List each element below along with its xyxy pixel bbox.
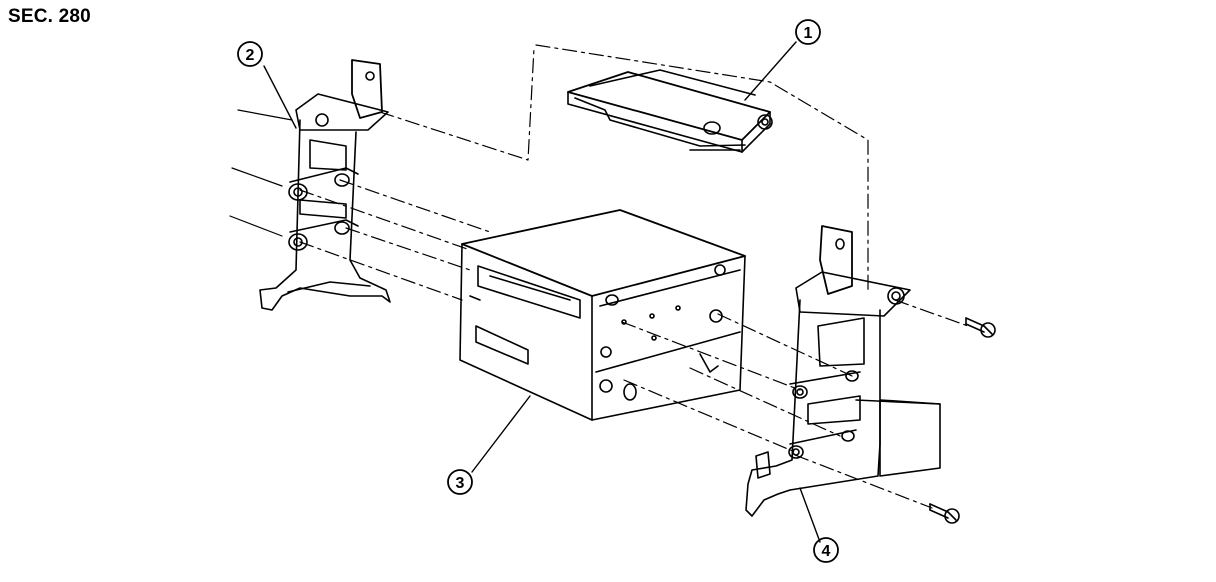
leader-lines [263,41,821,543]
screw-upper [965,317,996,338]
screw-lower [929,503,960,524]
callout-3-number: 3 [456,475,465,492]
part-3-center-unit [459,209,746,421]
part-1-top-module [567,69,773,153]
callout-1-number: 1 [804,25,813,42]
callout-4-number: 4 [822,543,831,560]
assembly-dash-lines [299,44,969,509]
callout-2: 2 [237,41,263,67]
callout-2-number: 2 [246,47,255,64]
part-2-left-bracket [229,59,391,311]
section-label: SEC. 280 [8,6,91,27]
callout-4: 4 [813,537,839,563]
callout-1: 1 [795,19,821,45]
callout-3: 3 [447,469,473,495]
part-4-right-bracket [745,225,941,517]
